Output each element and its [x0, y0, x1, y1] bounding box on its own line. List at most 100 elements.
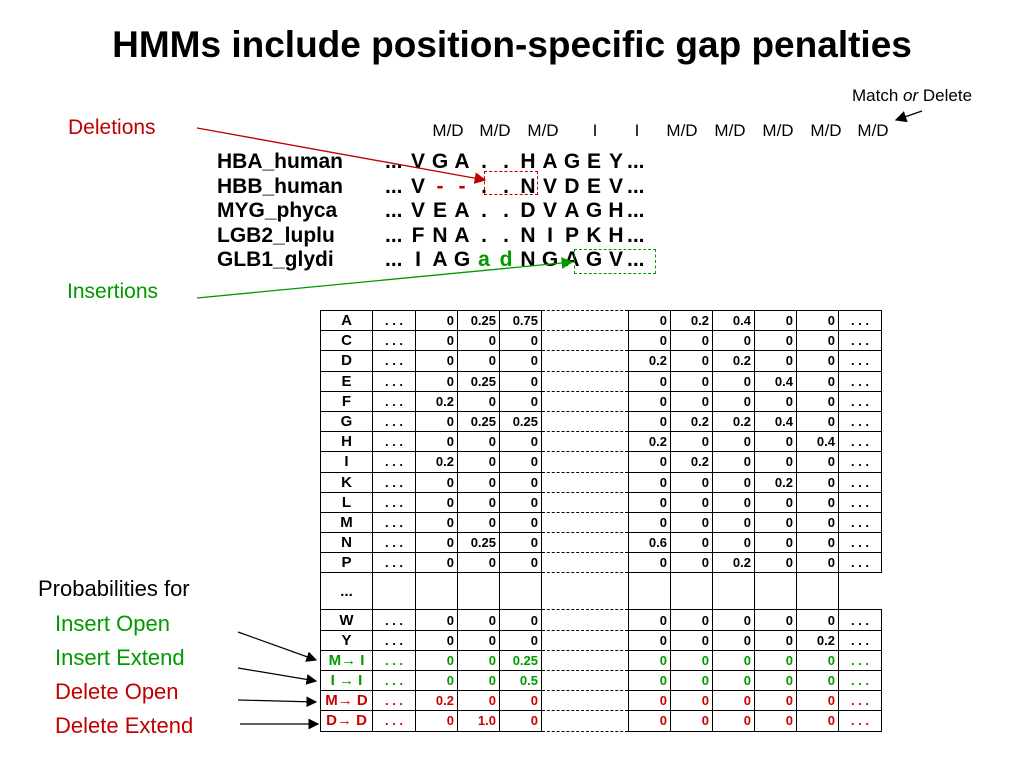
dots-cell: . . .	[838, 471, 882, 493]
residue: -	[458, 174, 466, 198]
gap-column	[541, 431, 629, 453]
gap-column	[541, 511, 629, 534]
column-label: M/D	[432, 121, 464, 140]
value-cell: 0	[415, 330, 458, 352]
row-label: C	[320, 330, 373, 352]
empty-cell	[415, 572, 458, 611]
value-cell: 1.0	[457, 710, 500, 732]
row-label: M	[320, 511, 373, 534]
value-cell: 0.2	[796, 629, 839, 651]
delete-open-arrow	[237, 696, 318, 708]
dots-cell: . . .	[838, 491, 882, 513]
value-cell: 0	[499, 609, 542, 631]
value-cell: 0	[670, 431, 713, 453]
dots-cell: . . .	[838, 629, 882, 651]
dots-cell: . . .	[372, 609, 416, 631]
column-label: M/D	[714, 121, 746, 140]
dots-cell: . . .	[372, 370, 416, 392]
row-label: I	[320, 451, 373, 473]
gap-column	[541, 491, 629, 513]
residue: A	[454, 199, 470, 223]
value-cell: 0	[415, 491, 458, 513]
delete-extend-label: Delete Extend	[55, 713, 194, 738]
value-cell: 0.25	[457, 532, 500, 554]
sequence-suffix: ...	[627, 150, 645, 173]
sequence-prefix: ...	[385, 248, 403, 272]
residue: H	[608, 199, 624, 223]
value-cell: 0.6	[628, 532, 671, 554]
value-cell: 0	[712, 471, 755, 493]
sequence-name: MYG_phyca	[217, 199, 338, 223]
value-cell: 0	[670, 350, 713, 372]
value-cell: 0	[754, 491, 797, 513]
value-cell: 0	[457, 609, 500, 631]
value-cell: 0	[670, 511, 713, 534]
row-label: D→ D	[320, 710, 373, 732]
value-cell: 0	[754, 690, 797, 712]
value-cell: 0	[670, 710, 713, 732]
value-cell: 0	[796, 451, 839, 473]
dots-cell: . . .	[372, 431, 416, 453]
dots-cell: . . .	[372, 390, 416, 412]
value-cell: 0	[712, 669, 755, 692]
value-cell: 0	[670, 649, 713, 672]
gap-column	[541, 649, 629, 672]
residue: I	[415, 248, 421, 272]
value-cell: 0	[754, 649, 797, 672]
sequence-name: GLB1_glydi	[217, 248, 334, 272]
dots-cell: . . .	[838, 350, 882, 372]
value-cell: 0	[499, 690, 542, 712]
gap-column	[541, 609, 629, 631]
value-cell: 0	[628, 609, 671, 631]
residue: V	[542, 199, 557, 223]
value-cell: 0	[670, 390, 713, 412]
value-cell: 0	[628, 370, 671, 392]
sequence-suffix: ...	[627, 174, 645, 198]
gap-column	[541, 710, 629, 732]
value-cell: 0	[670, 491, 713, 513]
value-cell: 0	[796, 390, 839, 412]
gap-column	[541, 350, 629, 372]
value-cell: 0	[712, 609, 755, 631]
gap-column	[541, 471, 629, 493]
value-cell: 0	[754, 669, 797, 692]
column-label: M/D	[810, 121, 842, 140]
value-cell: 0	[796, 410, 839, 433]
gap-column	[541, 669, 629, 692]
empty-cell	[754, 572, 797, 611]
ellipsis-cell: ...	[320, 572, 373, 611]
value-cell: 0	[754, 511, 797, 534]
value-cell: 0	[628, 649, 671, 672]
dots-cell: . . .	[372, 511, 416, 534]
value-cell: 0	[499, 471, 542, 493]
value-cell: 0	[628, 410, 671, 433]
sequence-prefix: ...	[385, 223, 403, 247]
value-cell: 0.2	[415, 451, 458, 473]
column-label: I	[634, 121, 640, 140]
dots-cell: . . .	[372, 491, 416, 513]
value-cell: 0	[499, 330, 542, 352]
value-cell: 0	[712, 710, 755, 732]
dots-cell: . . .	[838, 532, 882, 554]
value-cell: 0	[796, 710, 839, 732]
residue: Y	[608, 150, 623, 173]
value-cell: 0	[628, 330, 671, 352]
residue: G	[585, 199, 603, 223]
dots-cell: . . .	[372, 710, 416, 732]
value-cell: 0	[415, 309, 458, 332]
value-cell: 0	[415, 410, 458, 433]
value-cell: 0.2	[670, 309, 713, 332]
value-cell: 0	[628, 669, 671, 692]
dots-cell: . . .	[838, 410, 882, 433]
empty-cell	[796, 572, 839, 611]
value-cell: 0	[712, 649, 755, 672]
empty-cell	[670, 572, 713, 611]
value-cell: 0.4	[796, 431, 839, 453]
value-cell: 0	[796, 491, 839, 513]
dots-cell: . . .	[372, 649, 416, 672]
residue: E	[586, 150, 601, 173]
sequence-prefix: ...	[385, 174, 403, 198]
dots-cell: . . .	[838, 669, 882, 692]
value-cell: 0	[628, 552, 671, 574]
